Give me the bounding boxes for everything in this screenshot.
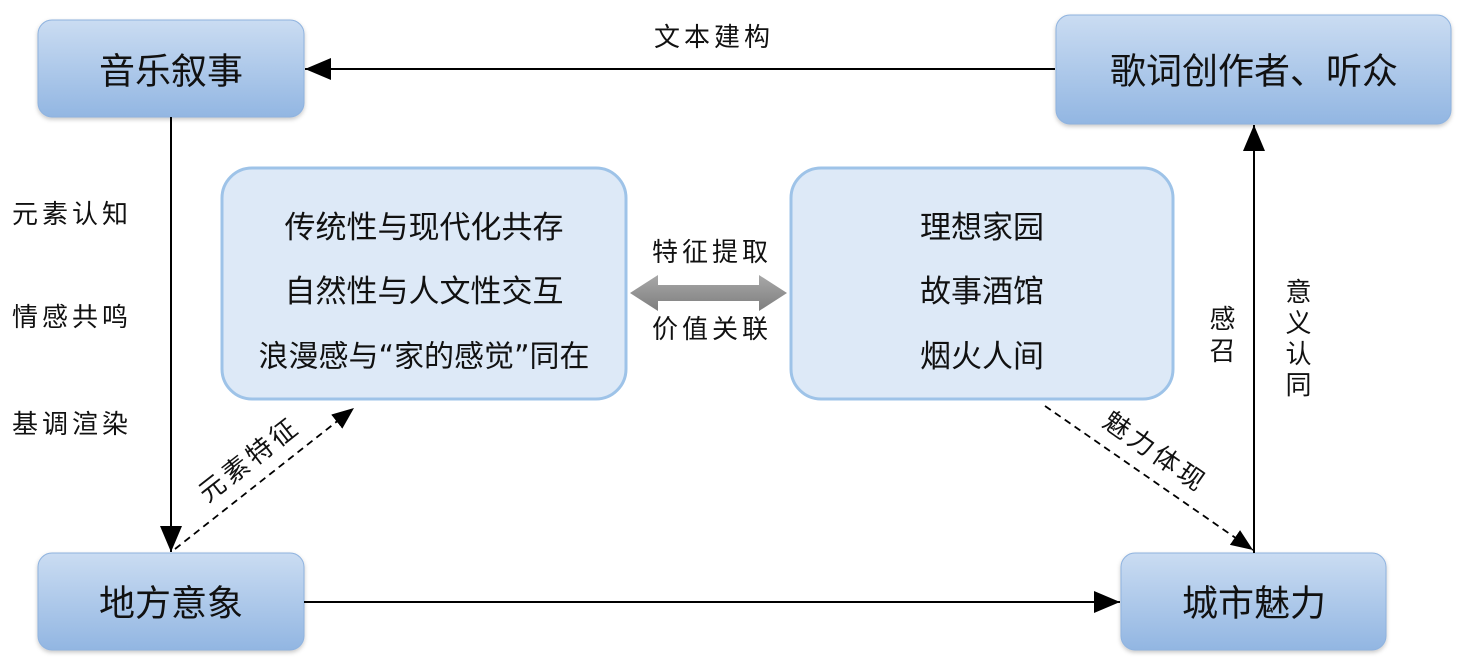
arrow-element-features bbox=[174, 407, 355, 550]
features-line-3: 浪漫感与“家的感觉”同在 bbox=[258, 340, 589, 375]
features-line-2: 自然性与人文性交互 bbox=[285, 274, 564, 310]
lyricist-audience-box bbox=[1055, 14, 1452, 125]
charm-box bbox=[789, 166, 1175, 401]
arrow-charm-manifestation bbox=[1044, 405, 1254, 551]
label-feature-extraction: 特征提取 bbox=[652, 238, 772, 268]
city-charm-node: 城市魅力 bbox=[1120, 552, 1387, 651]
features-group: 传统性与现代化共存 自然性与人文性交互 浪漫感与“家的感觉”同在 bbox=[220, 166, 628, 401]
charm-line-3: 烟火人间 bbox=[920, 339, 1044, 375]
features-box bbox=[220, 166, 628, 401]
charm-line-1: 理想家园 bbox=[920, 210, 1044, 246]
city-charm-label: 城市魅力 bbox=[1182, 584, 1326, 625]
label-tone-rendering: 基调渲染 bbox=[12, 410, 132, 440]
double-arrow-icon bbox=[630, 275, 787, 311]
label-value-association: 价值关联 bbox=[652, 315, 772, 345]
lyricist-audience-label: 歌词创作者、听众 bbox=[1110, 52, 1398, 93]
label-appeal: 感召 bbox=[1205, 305, 1235, 369]
music-narrative-node: 音乐叙事 bbox=[37, 19, 305, 118]
place-imagery-label: 地方意象 bbox=[99, 584, 243, 625]
label-element-cognition: 元素认知 bbox=[12, 200, 132, 230]
charm-line-2: 故事酒馆 bbox=[920, 274, 1044, 310]
lyricist-audience-node: 歌词创作者、听众 bbox=[1055, 14, 1452, 125]
place-imagery-node: 地方意象 bbox=[37, 552, 305, 651]
features-line-1: 传统性与现代化共存 bbox=[285, 210, 564, 246]
label-emotional-resonance: 情感共鸣 bbox=[12, 303, 132, 333]
label-element-features: 元素特征 bbox=[193, 411, 306, 509]
label-meaning-identity: 意义认同 bbox=[1281, 278, 1311, 402]
label-text-construction: 文本建构 bbox=[654, 23, 774, 53]
label-charm-manifestation: 魅力体现 bbox=[1097, 406, 1213, 499]
music-narrative-label: 音乐叙事 bbox=[99, 52, 243, 93]
charm-group: 理想家园 故事酒馆 烟火人间 bbox=[789, 166, 1175, 401]
